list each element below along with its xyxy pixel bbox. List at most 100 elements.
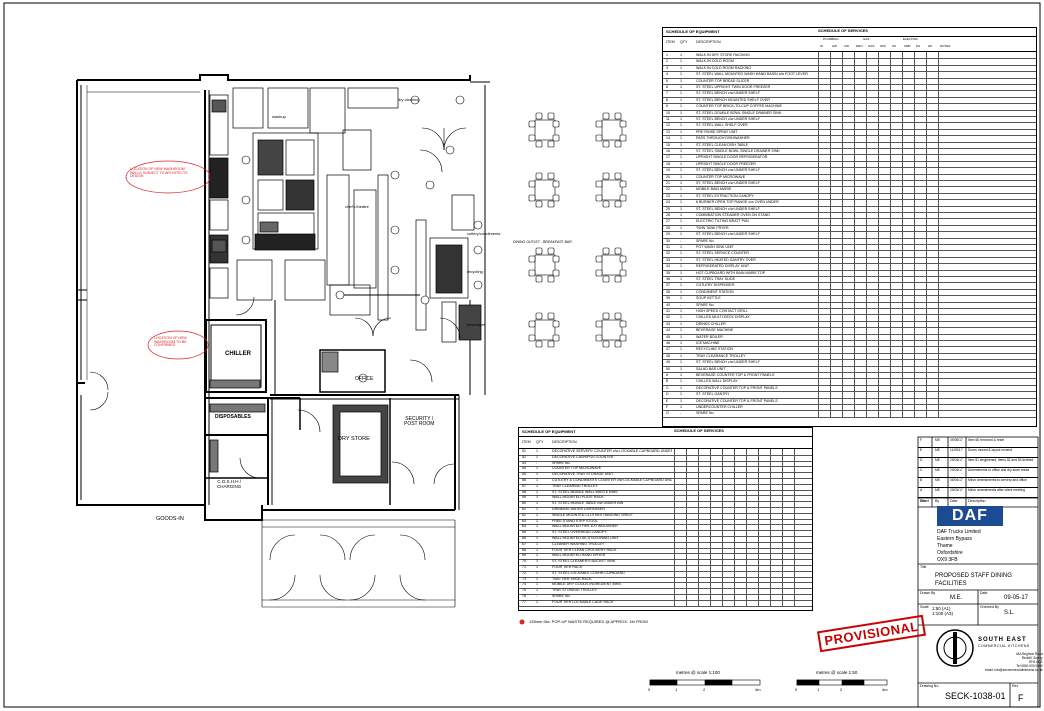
service-grid-cell — [866, 173, 867, 180]
schedule-cell: 1 — [680, 117, 682, 121]
schedule-cell: 1 — [680, 53, 682, 57]
service-grid-cell — [938, 295, 939, 302]
service-grid-cell — [686, 495, 687, 502]
service-col-label: AMP — [904, 44, 911, 48]
service-grid-cell — [926, 71, 927, 78]
service-grid-cell — [770, 524, 771, 531]
service-grid-cell — [914, 160, 915, 168]
schedule-cell: DECORATIVE COUNTER TOP & FRONT PANELS — [696, 385, 778, 390]
service-grid-cell — [674, 466, 675, 473]
schedule-cell: 46 — [666, 341, 670, 345]
service-grid-cell — [722, 541, 723, 548]
service-grid-cell — [914, 308, 915, 315]
service-grid-cell — [782, 594, 783, 600]
service-grid-cell — [842, 71, 843, 78]
recycling-label: recycling — [467, 269, 483, 274]
service-grid-cell — [818, 276, 819, 283]
service-grid-cell — [830, 199, 831, 206]
service-grid-cell — [782, 599, 783, 606]
schedule-cell: ST. STEEL SERVICE COUNTER — [696, 251, 749, 256]
service-grid-cell — [734, 599, 735, 606]
service-grid-cell — [830, 116, 831, 123]
service-grid-cell — [842, 58, 843, 65]
schedule-cell: 35 — [666, 270, 670, 275]
schedule-cell: 1 — [680, 321, 682, 326]
service-grid-cell — [734, 565, 735, 571]
schedule-col-description: DESCRIPTION — [696, 40, 721, 44]
service-grid-cell — [770, 599, 771, 606]
service-grid-cell — [854, 256, 855, 264]
service-grid-cell — [914, 333, 915, 340]
service-grid-cell — [734, 460, 735, 467]
service-grid-cell — [842, 397, 843, 404]
service-grid-cell — [686, 478, 687, 484]
service-col-label: PH — [916, 44, 921, 48]
service-grid-cell — [866, 64, 867, 72]
service-grid-cell — [842, 192, 843, 200]
service-grid-cell — [818, 167, 819, 174]
schedule-cell: 1 — [680, 85, 682, 89]
schedule-cell: 59 — [522, 495, 526, 500]
dining-chair — [614, 200, 622, 208]
service-grid-cell — [686, 541, 687, 548]
service-grid-cell — [818, 186, 819, 193]
service-grid-cell — [890, 186, 891, 193]
schedule-cell: 1 — [680, 91, 682, 96]
schedule-cell: 1 — [536, 599, 538, 604]
schedule-cell: 7 — [666, 91, 668, 96]
revision-by: ME — [935, 438, 940, 442]
service-grid-cell — [890, 122, 891, 129]
service-grid-cell — [854, 308, 855, 315]
service-col-label: NOTES — [940, 44, 951, 48]
service-grid-cell — [914, 295, 915, 302]
service-grid-cell — [842, 244, 843, 251]
service-grid-cell — [914, 263, 915, 270]
service-grid-cell — [890, 352, 891, 360]
service-grid-cell — [866, 276, 867, 283]
service-grid-cell — [926, 77, 927, 84]
service-grid-cell — [878, 352, 879, 360]
schedule-cell: 1 — [680, 225, 682, 230]
service-grid-cell — [878, 346, 879, 353]
service-grid-cell — [926, 58, 927, 65]
service-grid-cell — [890, 58, 891, 65]
schedule-cell: ST. STEEL HEATED GANTRY OVER — [696, 257, 756, 262]
service-grid-cell — [746, 594, 747, 600]
service-grid-cell — [830, 64, 831, 72]
dining-chair — [528, 334, 536, 342]
room-disposables-label: DISPOSABLES — [215, 414, 251, 420]
service-grid-cell — [854, 154, 855, 161]
cutlery-label: cutlery/condiments — [467, 231, 501, 236]
service-col-label: SS — [892, 44, 897, 48]
service-grid-cell — [770, 588, 771, 594]
dining-chair — [602, 200, 610, 208]
service-grid-cell — [902, 231, 903, 238]
service-grid-cell — [854, 218, 855, 225]
service-grid-cell — [902, 192, 903, 200]
title-label: Title — [920, 565, 927, 569]
service-grid-cell — [914, 231, 915, 238]
service-grid-cell — [926, 224, 927, 232]
service-grid-cell — [782, 559, 783, 565]
service-group-label: ELECTRIC — [903, 37, 918, 41]
service-grid-cell — [878, 116, 879, 123]
service-grid-cell — [710, 553, 711, 560]
service-grid-cell — [890, 103, 891, 110]
service-grid-cell — [830, 192, 831, 200]
dining-chair — [595, 255, 603, 263]
service-grid-cell — [878, 276, 879, 283]
schedule-cell: WALL MOUNTED FIRE EXTINGUISHER — [552, 524, 618, 529]
revision-date: 11/05/17 — [950, 448, 963, 452]
dining-chair — [547, 172, 555, 180]
service-grid-cell — [698, 495, 699, 502]
service-grid-cell — [758, 565, 759, 571]
service-grid-cell — [866, 103, 867, 110]
schedule-cell: ST. STEEL BENCH c/w UNDER SHELF — [696, 117, 760, 121]
service-grid-cell — [926, 109, 927, 116]
service-grid-cell — [818, 250, 819, 257]
